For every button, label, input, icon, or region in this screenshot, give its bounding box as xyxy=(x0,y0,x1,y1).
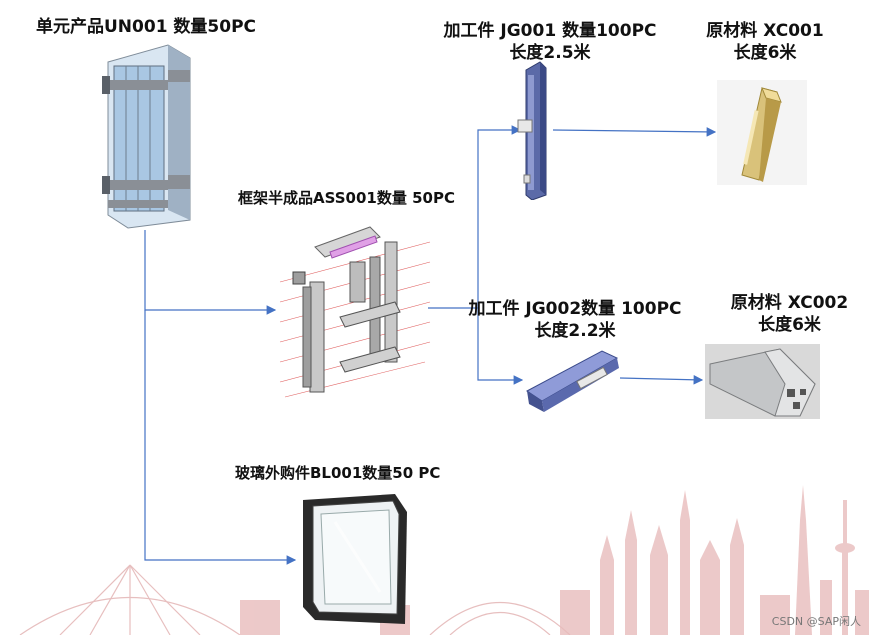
un001-label: 单元产品UN001 数量50PC xyxy=(36,17,257,37)
connector-jg002-xc002 xyxy=(619,374,704,385)
bl001-label: 玻璃外购件BL001数量50 PC xyxy=(235,464,441,482)
connector-un001-bl001 xyxy=(144,310,297,565)
connector-ass001-jg001 xyxy=(477,125,522,308)
xc002-label: 原材料 XC002 长度6米 xyxy=(730,293,849,335)
curtain-wall-unit-image xyxy=(102,44,191,229)
gold-aluminum-profile-image xyxy=(717,80,807,185)
jg002-label: 加工件 JG002数量 100PC 长度2.2米 xyxy=(468,299,682,341)
insulated-glass-panel-image xyxy=(303,494,407,624)
connector-jg001-xc001 xyxy=(552,127,717,137)
ass001-label: 框架半成品ASS001数量 50PC xyxy=(238,189,455,207)
connector-ass001-jg002 xyxy=(477,308,524,385)
connector-un001-ass001 xyxy=(144,230,277,315)
xc001-label: 原材料 XC001 长度6米 xyxy=(706,21,824,63)
jg001-label: 加工件 JG001 数量100PC 长度2.5米 xyxy=(443,21,657,63)
frame-exploded-assembly-image xyxy=(279,226,431,398)
vertical-profile-image xyxy=(517,61,547,200)
silver-aluminum-profile-image xyxy=(705,344,820,419)
watermark-text: CSDN @SAP闲人 xyxy=(771,615,861,628)
horizontal-profile-image xyxy=(526,350,619,412)
